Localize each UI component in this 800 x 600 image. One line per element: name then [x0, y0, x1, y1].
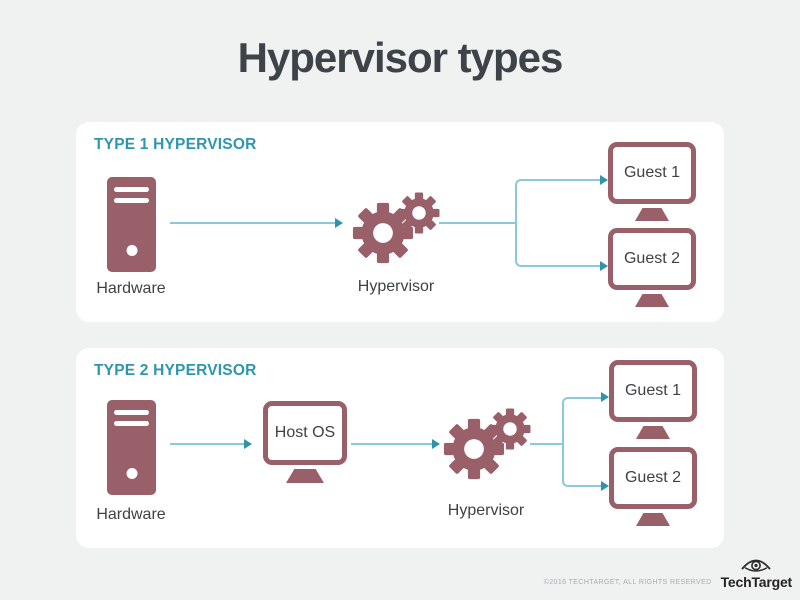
type1-panel: TYPE 1 HYPERVISOR Hardware Hypervisor Gu… — [76, 122, 724, 322]
type1-heading: TYPE 1 HYPERVISOR — [94, 136, 257, 153]
monitor-screen: Guest 1 — [608, 142, 696, 204]
hardware-label: Hardware — [96, 280, 166, 297]
guest2-label: Guest 2 — [623, 250, 681, 267]
arrow-head-icon — [601, 481, 609, 491]
monitor-stand — [635, 208, 669, 221]
branch-connector — [562, 397, 601, 444]
server-tower-icon — [107, 400, 156, 495]
arrow-head-icon — [600, 175, 608, 185]
arrow-head-icon — [432, 439, 440, 449]
tower-slot-icon — [114, 410, 149, 415]
host-os-monitor-icon: Host OS — [263, 401, 347, 483]
guest1-monitor-icon: Guest 1 — [608, 142, 696, 221]
tower-button-icon — [126, 468, 137, 479]
monitor-screen: Guest 2 — [608, 228, 696, 290]
connector-line — [530, 443, 563, 445]
monitor-screen: Guest 2 — [609, 447, 697, 509]
hypervisor-gears-icon — [352, 192, 440, 264]
brand-wordmark: TechTarget — [720, 574, 793, 590]
monitor-screen: Guest 1 — [609, 360, 697, 422]
connector-line — [439, 222, 516, 224]
arrow-head-icon — [601, 392, 609, 402]
monitor-stand — [635, 294, 669, 307]
guest2-label: Guest 2 — [624, 469, 682, 486]
monitor-screen: Host OS — [263, 401, 347, 465]
tower-slot-icon — [114, 187, 149, 192]
tower-slot-icon — [114, 421, 149, 426]
hardware-label: Hardware — [96, 506, 166, 523]
connector-line — [170, 222, 335, 224]
branch-connector — [515, 223, 600, 267]
guest1-label: Guest 1 — [623, 164, 681, 181]
monitor-stand — [286, 469, 324, 483]
tower-slot-icon — [114, 198, 149, 203]
host-os-label: Host OS — [274, 424, 336, 441]
guest1-label: Guest 1 — [624, 382, 682, 399]
footer: ©2016 TECHTARGET, ALL RIGHTS RESERVED Te… — [544, 555, 792, 590]
type2-heading: TYPE 2 HYPERVISOR — [94, 362, 257, 379]
guest2-monitor-icon: Guest 2 — [609, 447, 697, 526]
type2-panel: TYPE 2 HYPERVISOR Hardware Host OS Hyper… — [76, 348, 724, 548]
branch-connector — [515, 179, 600, 223]
monitor-stand — [636, 426, 670, 439]
arrow-head-icon — [244, 439, 252, 449]
eye-icon — [741, 559, 771, 572]
tower-button-icon — [126, 245, 137, 256]
server-tower-icon — [107, 177, 156, 272]
hypervisor-label: Hypervisor — [447, 502, 525, 519]
hypervisor-label: Hypervisor — [357, 278, 435, 295]
techtarget-logo: TechTarget — [721, 555, 792, 590]
branch-connector — [562, 444, 601, 487]
hypervisor-gears-icon — [443, 408, 531, 480]
connector-line — [351, 443, 432, 445]
arrow-head-icon — [600, 261, 608, 271]
connector-line — [170, 443, 244, 445]
monitor-stand — [636, 513, 670, 526]
guest1-monitor-icon: Guest 1 — [609, 360, 697, 439]
guest2-monitor-icon: Guest 2 — [608, 228, 696, 307]
arrow-head-icon — [335, 218, 343, 228]
page-title: Hypervisor types — [237, 34, 564, 81]
copyright-text: ©2016 TECHTARGET, ALL RIGHTS RESERVED — [543, 579, 712, 586]
